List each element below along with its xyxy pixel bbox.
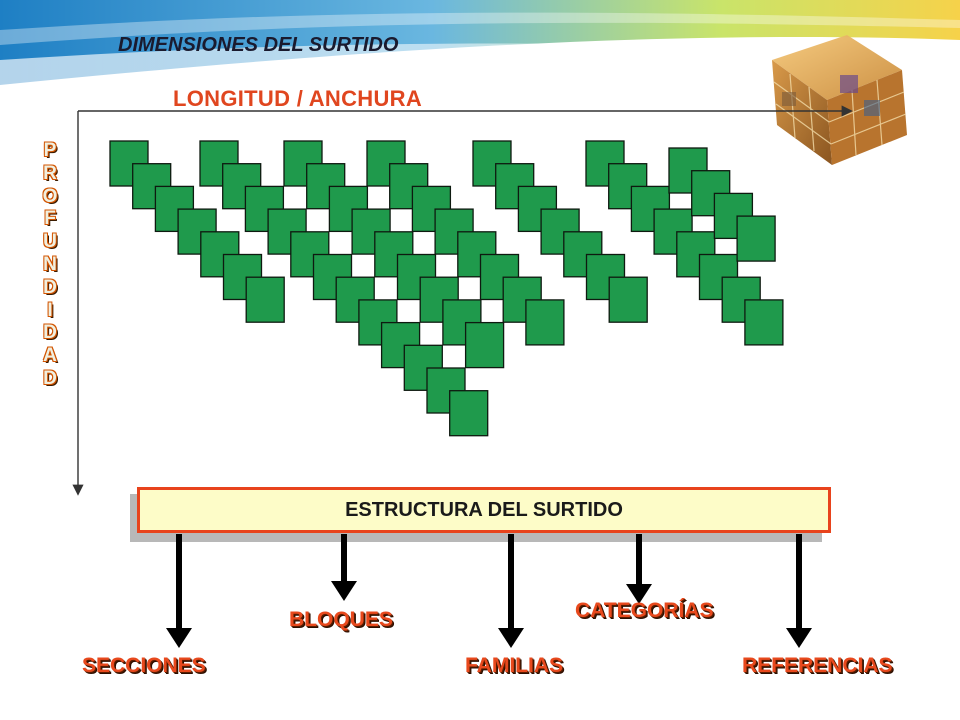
depth-square [245,276,285,323]
structure-box: ESTRUCTURA DEL SURTIDO [137,487,831,533]
header-swoosh-background [0,0,960,95]
profundidad-letter: O [42,185,58,207]
label-familias: FAMILIAS [465,654,563,677]
profundidad-letter: F [44,208,56,230]
profundidad-letter: P [43,140,57,161]
profundidad-letter: N [43,253,57,275]
arrow-head-secciones [166,628,192,648]
label-categorias: CATEGORÍAS [575,599,714,622]
depth-square [525,299,565,346]
profundidad-letter: D [43,276,57,298]
slide-title: DIMENSIONES DEL SURTIDO [118,34,399,56]
label-bloques: BLOQUES [289,608,393,631]
structure-label: ESTRUCTURA DEL SURTIDO [345,498,623,521]
profundidad-letter: D [43,367,57,389]
label-referencias: REFERENCIAS [742,654,893,677]
arrow-head-familias [498,628,524,648]
arrow-head-categorias [626,584,652,604]
cube-logo [772,35,907,165]
axis-label-longitud-anchura: LONGITUD / ANCHURA [173,86,423,111]
profundidad-letter: R [43,162,57,184]
depth-square [744,299,784,346]
profundidad-letter: I [47,299,53,321]
profundidad-letter: A [43,345,57,367]
arrow-head-referencias [786,628,812,648]
profundidad-letter: D [43,322,57,344]
depth-square [464,321,505,369]
arrow-head-bloques [331,581,357,601]
depth-square [449,390,489,437]
label-secciones: SECCIONES [82,654,206,677]
profundidad-letter: U [43,231,57,253]
depth-square [736,215,776,262]
depth-square [608,276,648,323]
